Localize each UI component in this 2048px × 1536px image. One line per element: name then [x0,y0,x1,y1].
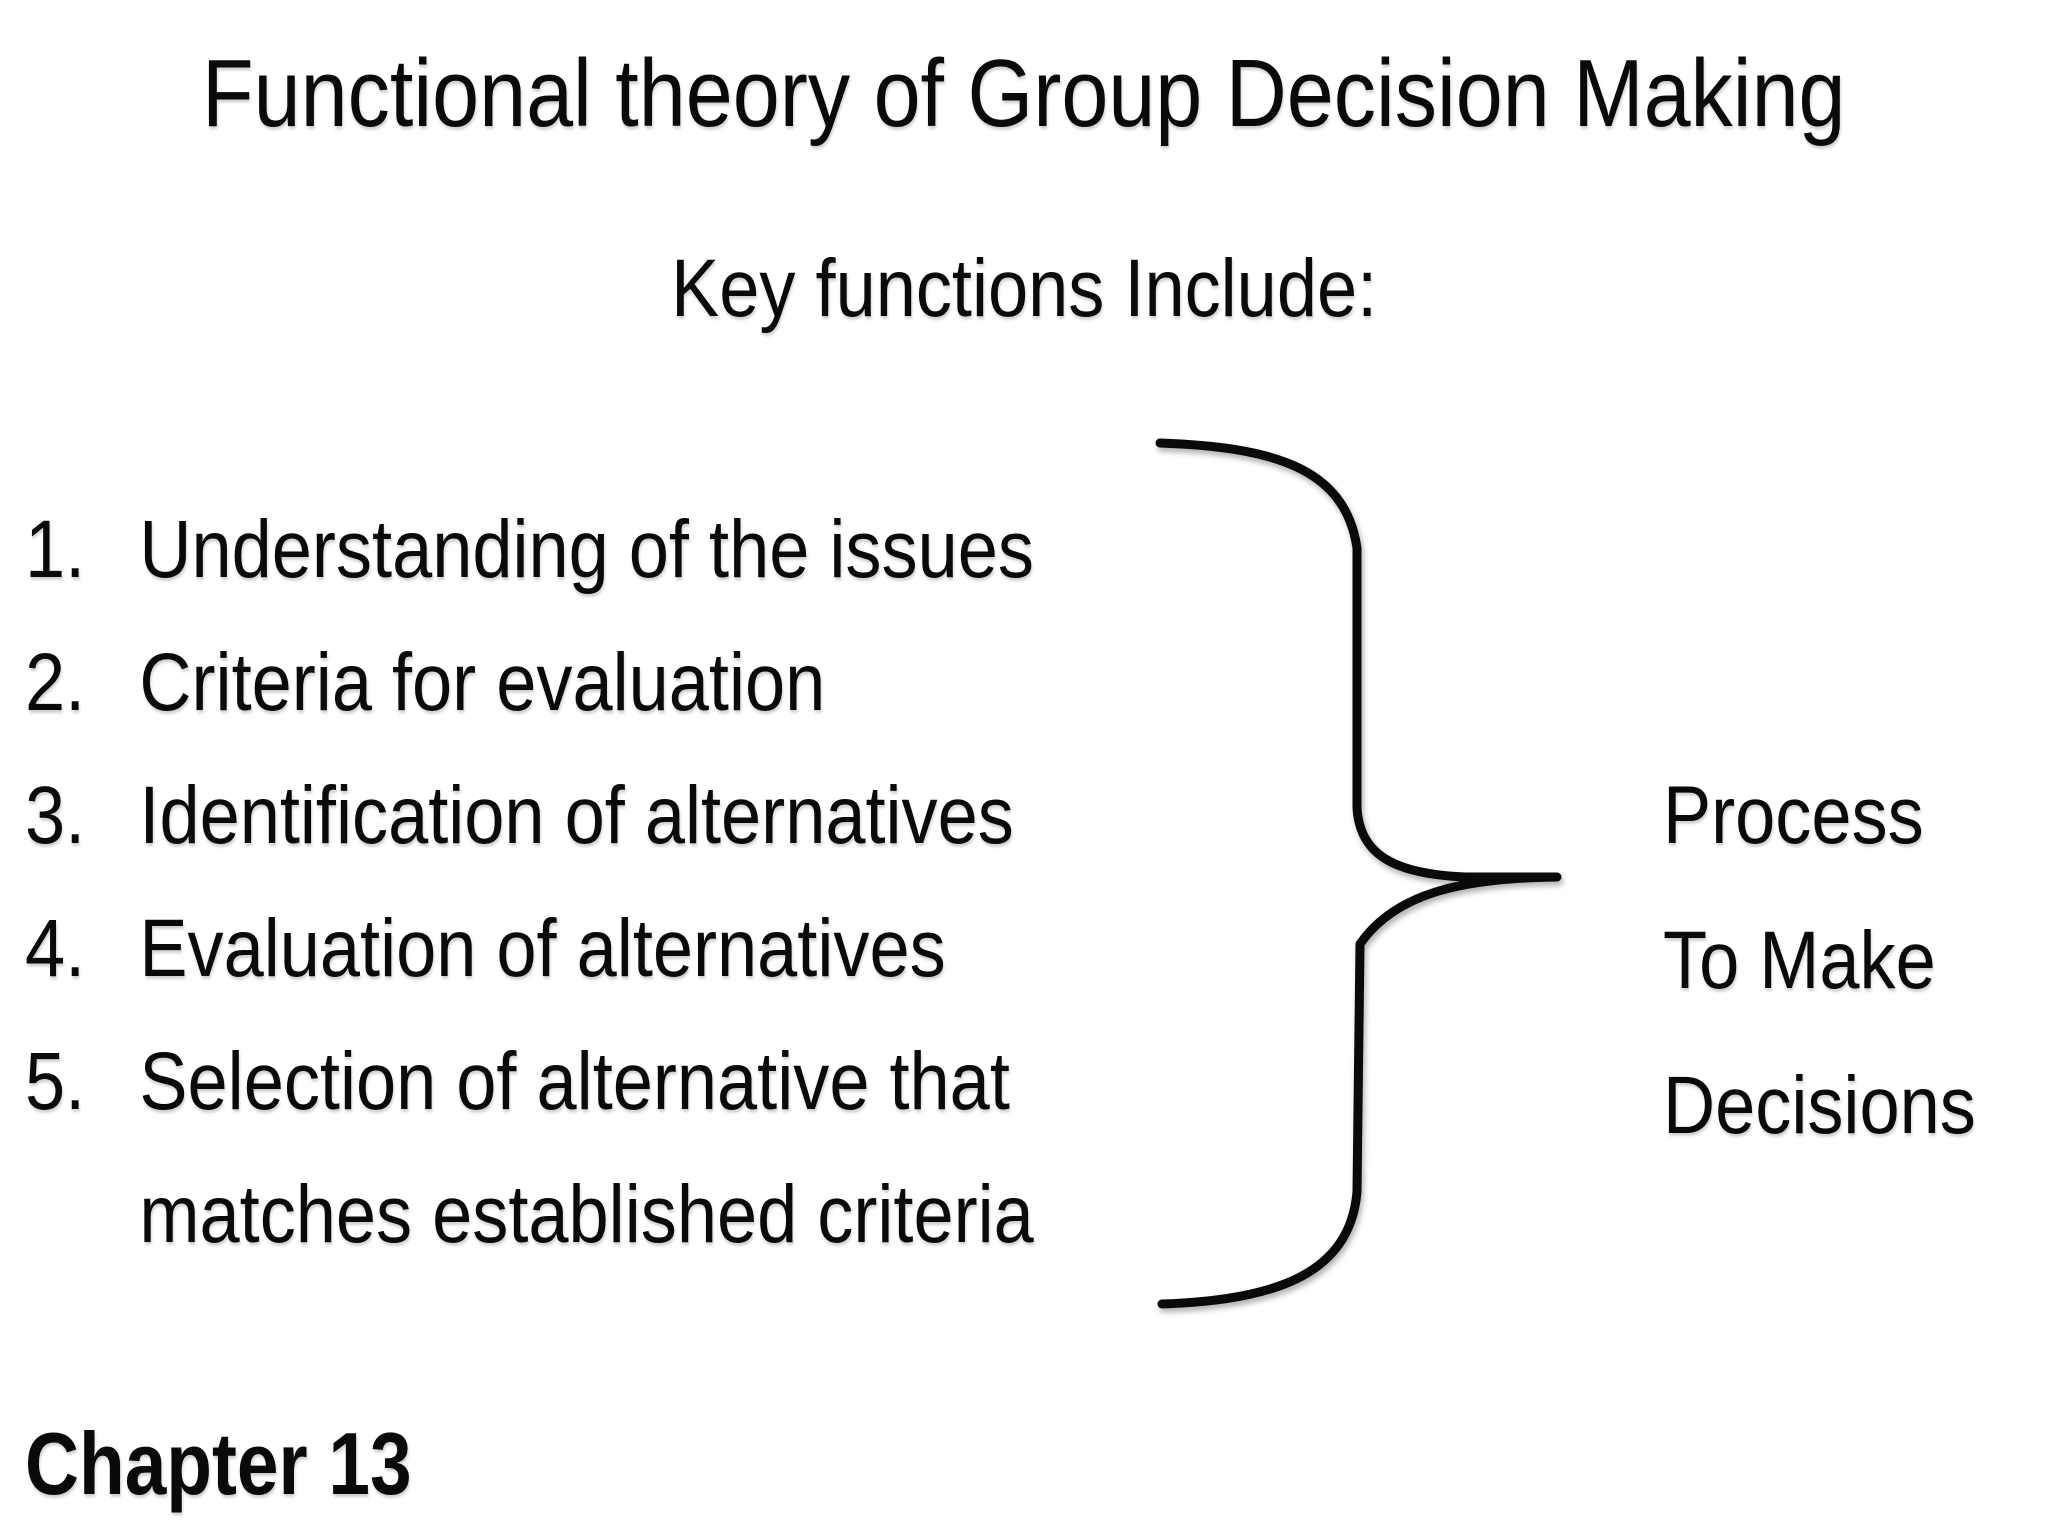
list-item: 4. Evaluation of alternatives [25,882,1034,1015]
list-item: 3. Identification of alternatives [25,749,1034,882]
brace-label-line3: Decisions [1663,1060,1976,1151]
list-item-number: 5. [25,1036,86,1127]
list-item-text: Evaluation of alternatives [139,903,946,994]
numbered-list: 1. Understanding of the issues 2. Criter… [25,483,1172,1281]
list-item-text: Understanding of the issues [139,504,1034,595]
list-item: 2. Criteria for evaluation [25,616,1034,749]
list-item-text: matches established criteria [139,1169,1034,1260]
chapter-footer-text: Chapter 13 [25,1414,412,1513]
slide-subtitle-text: Key functions Include: [670,243,1377,334]
brace-label: Process To Make Decisions [1663,743,2018,1178]
list-item: 5. Selection of alternative that [25,1015,1034,1148]
list-item-text: Selection of alternative that [139,1036,1010,1127]
list-item-continuation: matches established criteria [25,1148,1034,1281]
list-item-number: 1. [25,504,86,595]
slide-title: Functional theory of Group Decision Maki… [0,36,2048,151]
slide-subtitle: Key functions Include: [0,240,2048,338]
list-item-number: 3. [25,770,86,861]
curly-brace-path [1155,438,1562,1309]
list-item-text: Identification of alternatives [139,770,1014,861]
list-item-number: 4. [25,903,86,994]
brace-label-line2: To Make [1663,915,1936,1006]
list-item-text: Criteria for evaluation [139,637,826,728]
brace-label-line1: Process [1663,770,1924,861]
list-item: 1. Understanding of the issues [25,483,1034,616]
slide-title-text: Functional theory of Group Decision Maki… [202,40,1846,147]
list-item-number: 2. [25,637,86,728]
chapter-footer: Chapter 13 [25,1414,480,1513]
